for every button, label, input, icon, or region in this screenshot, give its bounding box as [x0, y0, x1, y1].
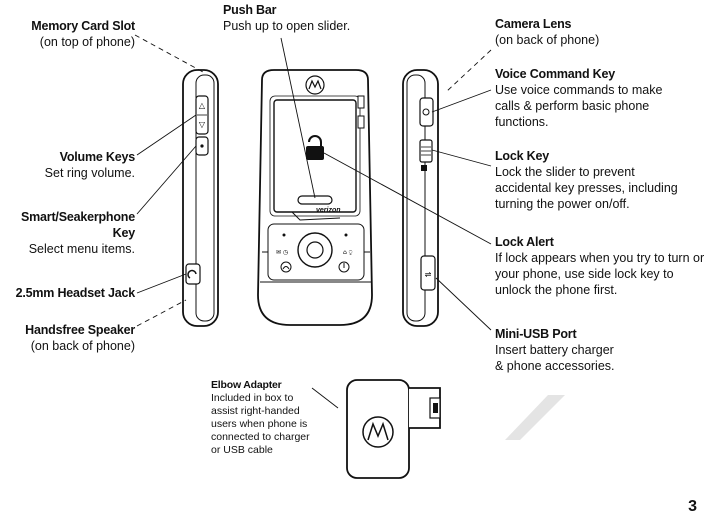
volume-keys-desc: Set ring volume. — [44, 166, 135, 180]
lock-alert-desc: If lock appears when you try to turn or … — [495, 251, 705, 297]
mini-usb-port — [420, 255, 436, 291]
svg-text:⇌: ⇌ — [425, 270, 432, 279]
lock-key-desc: Lock the slider to prevent accidental ke… — [495, 165, 678, 211]
memory-card-slot-callout: Memory Card Slot (on top of phone) — [31, 18, 135, 50]
phone-right-side-view: ⇌ — [402, 69, 439, 327]
smart-key-desc: Select menu items. — [28, 242, 135, 256]
handsfree-speaker-desc: (on back of phone) — [30, 339, 135, 353]
lock-key-title: Lock Key — [495, 149, 549, 163]
camera-lens-title: Camera Lens — [495, 17, 572, 31]
headset-jack-callout: 2.5mm Headset Jack — [15, 285, 136, 301]
voice-command-key-desc: Use voice commands to make calls & perfo… — [495, 83, 663, 129]
voice-command-key-callout: Voice Command Key Use voice commands to … — [495, 66, 662, 130]
decorative-swoosh — [505, 395, 565, 440]
center-select-key — [306, 241, 324, 259]
smart-key-title: Smart/Seakerphone Key — [20, 210, 135, 240]
elbow-adapter-drawing — [346, 379, 441, 479]
lock-alert-icon — [306, 146, 324, 160]
camera-lens-desc: (on back of phone) — [495, 33, 600, 47]
elbow-adapter-desc: Included in box to assist right-handed u… — [211, 392, 310, 456]
push-bar-desc: Push up to open slider. — [223, 19, 351, 33]
smart-key-callout: Smart/Seakerphone Key Select menu items. — [0, 209, 135, 257]
push-bar-title: Push Bar — [223, 3, 277, 17]
voice-command-key — [419, 97, 434, 127]
handsfree-speaker-callout: Handsfree Speaker (on back of phone) — [25, 322, 135, 354]
svg-text:✉ ◷: ✉ ◷ — [276, 249, 288, 256]
mini-usb-port-title: Mini-USB Port — [495, 327, 577, 341]
svg-text:▽: ▽ — [199, 120, 206, 129]
verizon-logo: verizon — [316, 207, 341, 214]
motorola-logo-icon — [362, 416, 394, 448]
memory-card-slot-title: Memory Card Slot — [31, 19, 135, 33]
phone-left-side-view: △ ▽ — [182, 69, 219, 327]
svg-text:△: △ — [199, 101, 206, 110]
motorola-logo-icon — [305, 75, 325, 95]
lock-alert-title: Lock Alert — [495, 235, 554, 249]
voice-command-key-title: Voice Command Key — [495, 67, 616, 81]
headset-jack-title: 2.5mm Headset Jack — [15, 286, 136, 300]
mini-usb-port-callout: Mini-USB Port Insert battery charger & p… — [495, 326, 615, 374]
elbow-adapter-title: Elbow Adapter — [211, 379, 282, 391]
camera-lens-callout: Camera Lens (on back of phone) — [495, 16, 599, 48]
elbow-adapter-callout: Elbow Adapter Included in box to assist … — [211, 379, 310, 457]
svg-text:⌂ ⍜: ⌂ ⍜ — [343, 249, 353, 256]
volume-keys-callout: Volume Keys Set ring volume. — [44, 149, 136, 181]
lock-key-callout: Lock Key Lock the slider to prevent acci… — [495, 148, 678, 212]
page-number: 3 — [688, 498, 697, 515]
handsfree-speaker-title: Handsfree Speaker — [25, 323, 135, 337]
volume-keys-title: Volume Keys — [59, 150, 136, 164]
memory-card-slot-desc: (on top of phone) — [39, 35, 135, 49]
push-bar-callout: Push Bar Push up to open slider. — [223, 2, 350, 34]
lock-alert-callout: Lock Alert If lock appears when you try … — [495, 234, 704, 298]
leader-lines — [134, 34, 492, 409]
mini-usb-port-desc: Insert battery charger & phone accessori… — [495, 343, 615, 373]
